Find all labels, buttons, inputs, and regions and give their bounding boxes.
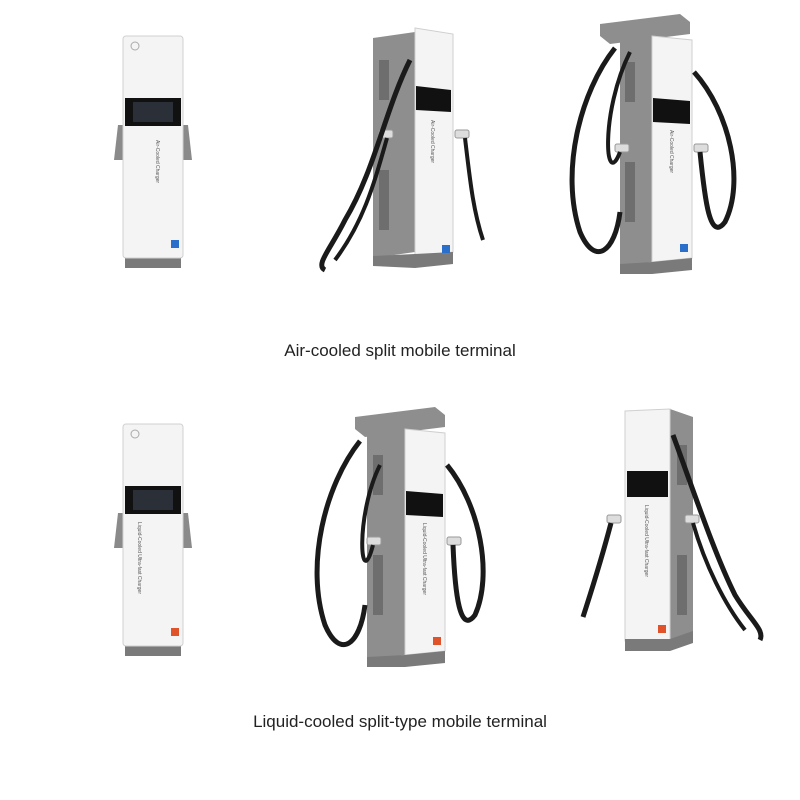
- vertical-label: Air-Cooled Charger: [668, 130, 674, 173]
- row-caption-liquid: Liquid-cooled split-type mobile terminal: [253, 712, 547, 731]
- vertical-label: Air-Cooled Charger: [154, 140, 160, 183]
- charger-air-front: Air-Cooled Charger: [108, 30, 198, 270]
- charger-liquid-canopy: Liquid-Cooled Ultra-fast Charger: [305, 405, 495, 670]
- charger-liquid-angled: Liquid-Cooled Ultra-fast Charger: [575, 405, 775, 655]
- charger-air-canopy: Air-Cooled Charger: [560, 12, 750, 277]
- vertical-label: Air-Cooled Charger: [429, 120, 435, 163]
- charger-air-angled: Air-Cooled Charger: [305, 20, 495, 280]
- vertical-label: Liquid-Cooled Ultra-fast Charger: [643, 505, 649, 577]
- charger-liquid-front: Liquid-Cooled Ultra-fast Charger: [108, 418, 198, 658]
- vertical-label: Liquid-Cooled Ultra-fast Charger: [136, 522, 142, 594]
- row-caption-air: Air-cooled split mobile terminal: [284, 341, 516, 360]
- vertical-label: Liquid-Cooled Ultra-fast Charger: [421, 523, 427, 595]
